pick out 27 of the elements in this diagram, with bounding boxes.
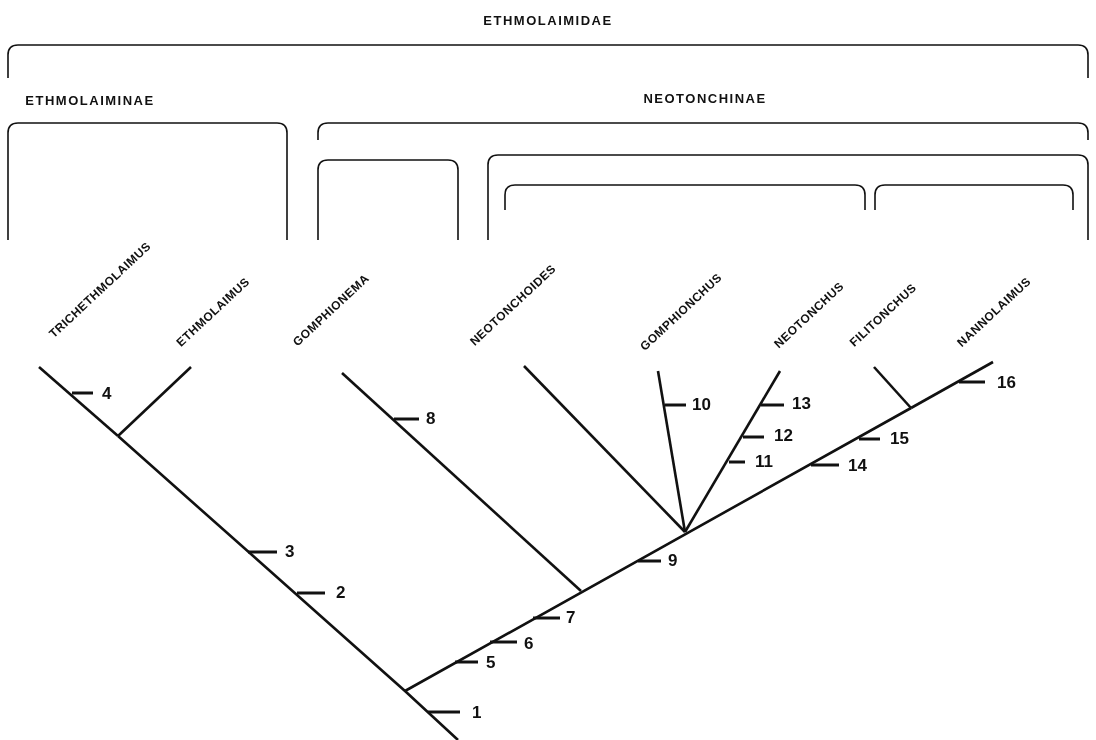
- character-number: 3: [285, 542, 295, 562]
- branch-line: [910, 360, 994, 410]
- character-number: 2: [336, 583, 346, 603]
- branch-line: [117, 366, 192, 437]
- branch-line: [38, 366, 119, 437]
- character-number: 7: [566, 608, 576, 628]
- character-number: 15: [890, 429, 909, 449]
- branch-line: [873, 366, 912, 409]
- character-number: 13: [792, 394, 811, 414]
- character-number: 12: [774, 426, 793, 446]
- branch-line: [656, 370, 687, 533]
- branch-line: [341, 372, 582, 592]
- branch-line: [523, 365, 686, 533]
- character-number: 5: [486, 653, 496, 673]
- character-number: 11: [755, 452, 773, 472]
- branch-line: [683, 370, 782, 533]
- character-number: 1: [472, 703, 482, 723]
- character-number: 9: [668, 551, 678, 571]
- character-number: 10: [692, 395, 711, 415]
- character-number: 14: [848, 456, 867, 476]
- group-heading: NEOTONCHINAE: [643, 90, 767, 106]
- group-heading: ETHMOLAIMINAE: [25, 92, 155, 108]
- character-number: 8: [426, 409, 436, 429]
- character-number: 16: [997, 373, 1016, 393]
- character-number: 4: [102, 384, 112, 404]
- group-heading: ETHMOLAIMIDAE: [483, 12, 613, 28]
- character-number: 6: [524, 634, 534, 654]
